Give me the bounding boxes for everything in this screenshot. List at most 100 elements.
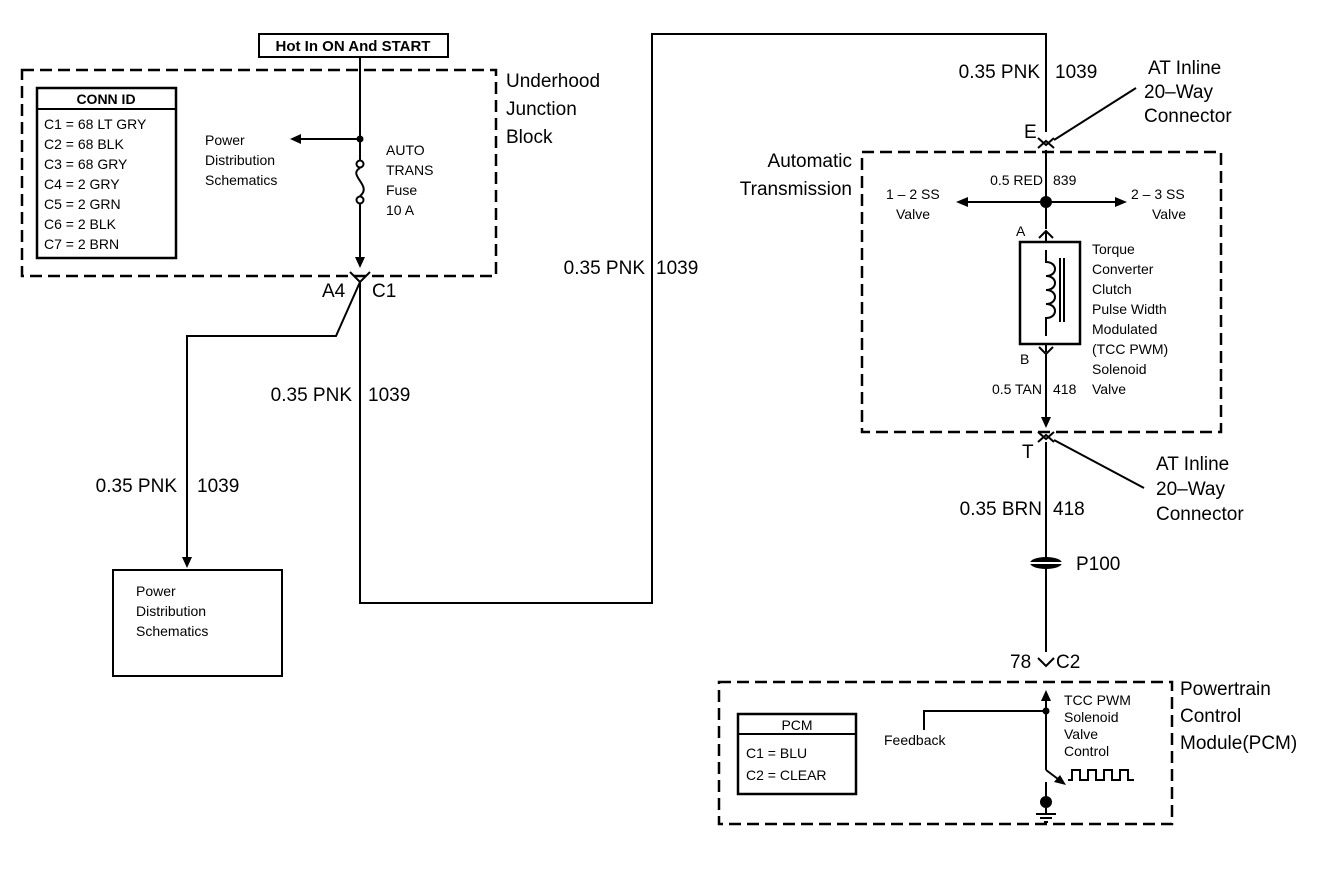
pnk-main-wire [359, 33, 1047, 604]
automatic-transmission-outline [860, 150, 1223, 434]
svg-text:0.35 PNK: 0.35 PNK [96, 476, 178, 497]
svg-text:Valve: Valve [1092, 381, 1126, 397]
feedback-wire [923, 710, 1046, 730]
conn-id-row: C4 = 2 GRY [44, 176, 120, 192]
svg-text:Automatic: Automatic [768, 151, 852, 172]
svg-text:(TCC PWM): (TCC PWM) [1092, 341, 1168, 357]
svg-text:Converter: Converter [1092, 261, 1154, 277]
svg-text:Distribution: Distribution [205, 152, 275, 168]
pwm-waveform-icon [1068, 769, 1134, 781]
wire-label-pnk-c: 0.35 PNK 1039 [564, 258, 699, 279]
svg-text:Valve: Valve [896, 206, 930, 222]
svg-text:Torque: Torque [1092, 241, 1135, 257]
svg-text:Control: Control [1064, 743, 1109, 759]
inline-connector-top-icon [1037, 137, 1055, 149]
pcm-id-row: C1 = BLU [746, 745, 807, 761]
fuse-icon [355, 159, 365, 205]
pcm-control-label: TCC PWM Solenoid Valve Control [1064, 692, 1131, 759]
svg-text:Pulse Width: Pulse Width [1092, 301, 1167, 317]
wire-label-tan: 0.5 TAN 418 [992, 381, 1077, 397]
svg-text:AT Inline: AT Inline [1156, 454, 1229, 475]
svg-text:TCC PWM: TCC PWM [1064, 692, 1131, 708]
underhood-title-line: Junction [506, 99, 577, 120]
svg-text:0.35 PNK: 0.35 PNK [564, 258, 646, 279]
svg-text:Power: Power [205, 132, 245, 148]
c1-connector-label: C1 [372, 281, 396, 302]
arrow-icon [1054, 775, 1066, 785]
svg-text:0.35 BRN: 0.35 BRN [960, 499, 1042, 520]
arrow-left-icon [956, 197, 968, 207]
ground-icon [1036, 808, 1056, 823]
svg-text:1 – 2 SS: 1 – 2 SS [886, 186, 940, 202]
coil-icon [1045, 250, 1056, 336]
connector-c2-icon [1037, 657, 1055, 668]
splice-p100-icon [1028, 557, 1064, 569]
c2-pin-label: 78 [1010, 652, 1031, 673]
svg-text:Transmission: Transmission [740, 179, 852, 200]
arrow-down-icon [1041, 417, 1051, 428]
svg-text:Control: Control [1180, 706, 1241, 727]
svg-text:Connector: Connector [1156, 504, 1244, 525]
wire-label-pnk-d: 0.35 PNK 1039 [959, 62, 1098, 83]
svg-text:418: 418 [1053, 499, 1085, 520]
wire-label-red: 0.5 RED 839 [990, 172, 1076, 188]
inline-top-pin: E [1024, 122, 1037, 143]
svg-text:Valve: Valve [1152, 206, 1186, 222]
svg-text:Clutch: Clutch [1092, 281, 1132, 297]
svg-text:AT Inline: AT Inline [1148, 58, 1221, 79]
conn-id-row: C5 = 2 GRN [44, 196, 121, 212]
underhood-title-line: Underhood [506, 71, 600, 92]
svg-text:AUTO: AUTO [386, 142, 425, 158]
conn-id-row: C3 = 68 GRY [44, 156, 128, 172]
conn-id-row: C2 = 68 BLK [44, 136, 124, 152]
svg-text:839: 839 [1053, 172, 1077, 188]
wire-label-pnk-a: 0.35 PNK 1039 [271, 385, 411, 406]
underhood-junction-block-outline [20, 68, 498, 278]
hot-in-label: Hot In ON And START [276, 38, 431, 55]
svg-text:418: 418 [1053, 381, 1077, 397]
inline-top-leader [1053, 87, 1137, 141]
svg-text:1039: 1039 [197, 476, 239, 497]
svg-text:Powertrain: Powertrain [1180, 679, 1271, 700]
svg-text:Fuse: Fuse [386, 182, 417, 198]
svg-text:Schematics: Schematics [205, 172, 277, 188]
pcm-id-header: PCM [781, 717, 812, 733]
inline-bottom-label: AT Inline 20–Way Connector [1156, 454, 1244, 525]
inline-top-label: AT Inline 20–Way Connector [1144, 58, 1232, 127]
svg-text:20–Way: 20–Way [1156, 479, 1225, 500]
inline-connector-bottom-icon [1037, 431, 1055, 443]
svg-text:2 – 3 SS: 2 – 3 SS [1131, 186, 1185, 202]
tcc-pwm-solenoid-box [1018, 240, 1082, 346]
arrow-down-icon [355, 257, 365, 268]
splice-p100-label: P100 [1076, 554, 1120, 575]
svg-text:Power: Power [136, 583, 176, 599]
svg-text:Valve: Valve [1064, 726, 1098, 742]
svg-text:1039: 1039 [368, 385, 410, 406]
fuse-label: AUTO TRANS Fuse 10 A [386, 142, 433, 218]
underhood-title: Underhood Junction Block [506, 71, 600, 148]
svg-text:0.35 PNK: 0.35 PNK [271, 385, 353, 406]
feedback-label: Feedback [884, 732, 946, 748]
arrow-right-icon [1115, 197, 1127, 207]
ss12-valve-label: 1 – 2 SS Valve [886, 186, 940, 222]
pcm-outline [717, 680, 1174, 826]
conn-id-row: C6 = 2 BLK [44, 216, 117, 232]
wire-label-brn: 0.35 BRN 418 [960, 499, 1085, 520]
ground-node [1040, 796, 1052, 808]
conn-id-row: C7 = 2 BRN [44, 236, 119, 252]
arrow-up-icon [1041, 690, 1051, 701]
pin-b-label: B [1020, 351, 1029, 367]
svg-text:1039: 1039 [1055, 62, 1097, 83]
conn-id-table: CONN ID C1 = 68 LT GRY C2 = 68 BLK C3 = … [35, 86, 178, 260]
svg-text:Distribution: Distribution [136, 603, 206, 619]
svg-text:0.5 TAN: 0.5 TAN [992, 381, 1042, 397]
inline-bottom-leader [1053, 439, 1145, 489]
pin-a-label: A [1016, 223, 1026, 239]
conn-id-header: CONN ID [76, 91, 135, 107]
svg-text:Schematics: Schematics [136, 623, 208, 639]
svg-text:Solenoid: Solenoid [1092, 361, 1147, 377]
arrow-down-icon [182, 557, 192, 568]
svg-text:10 A: 10 A [386, 202, 415, 218]
transmission-title: Automatic Transmission [740, 151, 852, 200]
